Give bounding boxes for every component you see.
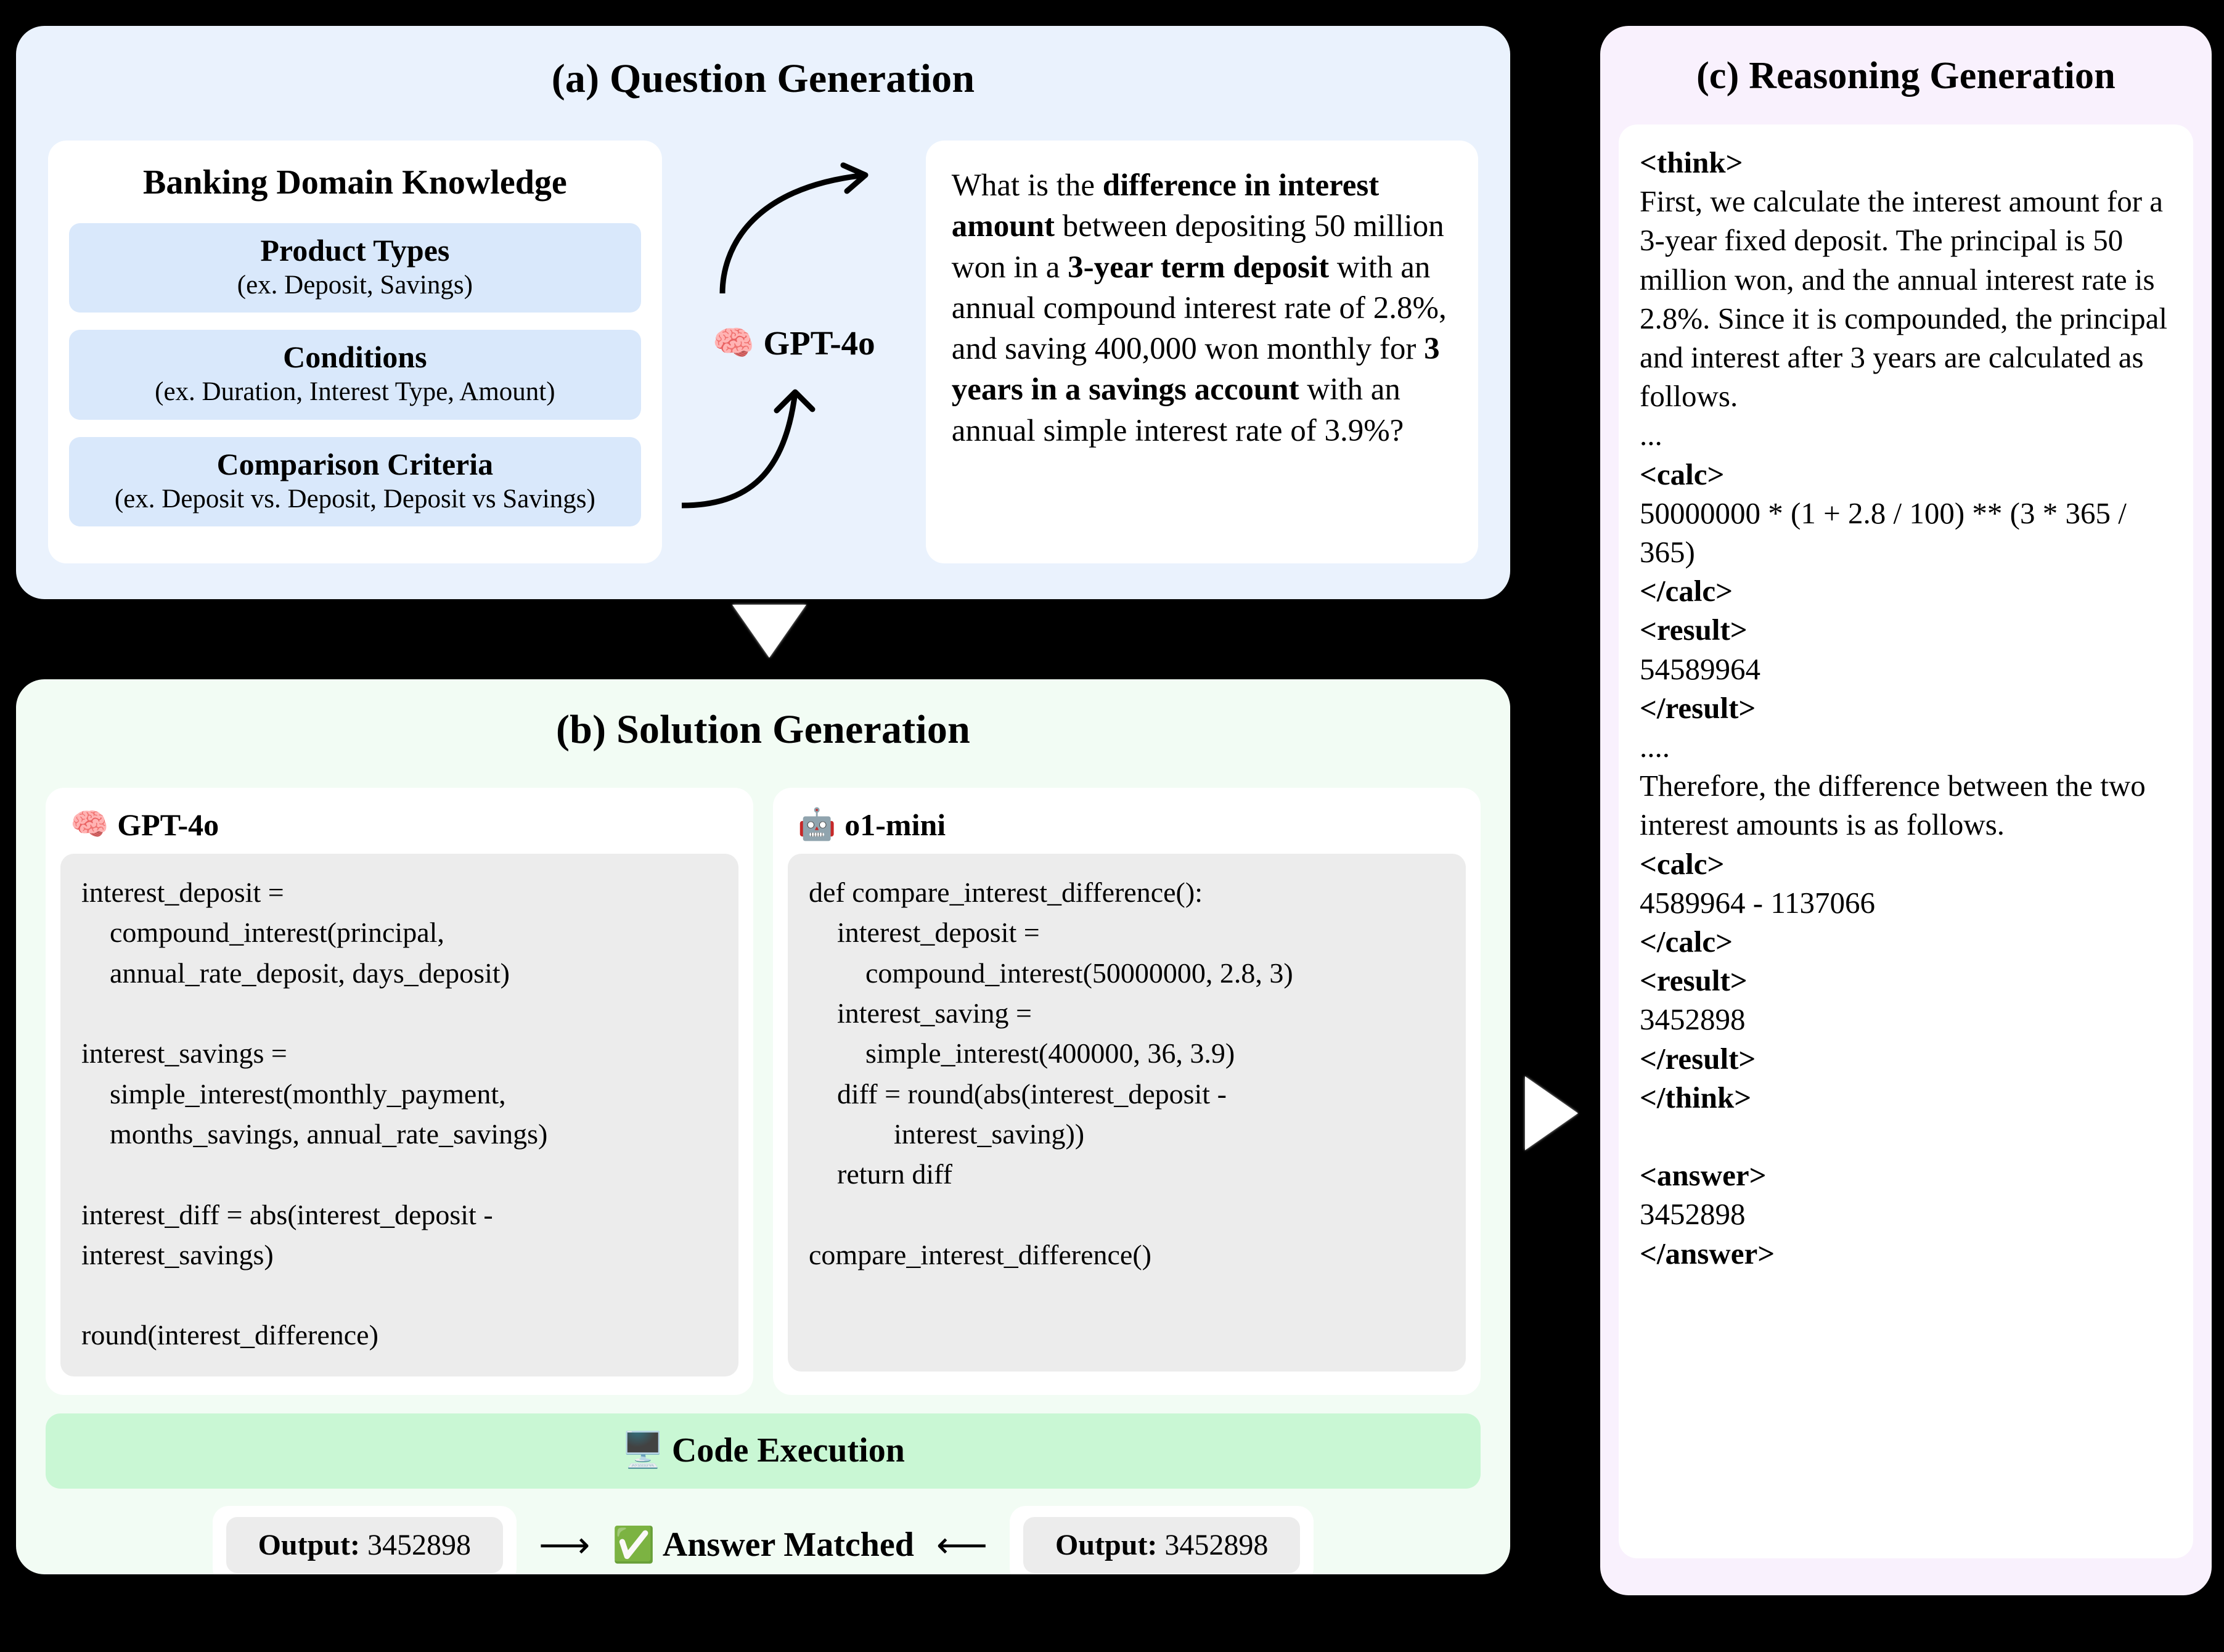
output-card-left: Output: 3452898: [212, 1505, 517, 1574]
output-card-right: Output: 3452898: [1010, 1505, 1314, 1574]
solution-code-columns: 🧠 GPT-4o interest_deposit = compound_int…: [46, 788, 1481, 1395]
answer-match-row: Output: 3452898 ⟶ ✅ Answer Matched ⟵ Out…: [46, 1505, 1481, 1574]
triangle-right-connector-icon: [1525, 1076, 1578, 1150]
panel-reasoning-generation: (c) Reasoning Generation <think> First, …: [1600, 26, 2212, 1595]
output-pill-left: Output: 3452898: [226, 1516, 503, 1573]
solution-card-gpt4o: 🧠 GPT-4o interest_deposit = compound_int…: [46, 788, 753, 1395]
knowledge-item-head: Product Types: [260, 233, 450, 268]
output-label: Output:: [1055, 1528, 1158, 1561]
knowledge-item-sub: (ex. Deposit vs. Deposit, Deposit vs Sav…: [114, 484, 595, 513]
knowledge-card-title: Banking Domain Knowledge: [143, 163, 567, 202]
output-value: 3452898: [1164, 1528, 1269, 1561]
monitor-icon: 🖥️: [621, 1429, 664, 1470]
output-pill-right: Output: 3452898: [1023, 1516, 1301, 1573]
knowledge-item-head: Comparison Criteria: [216, 446, 494, 481]
knowledge-item-sub: (ex. Deposit, Savings): [237, 271, 473, 300]
panel-solution-generation: (b) Solution Generation 🧠 GPT-4o interes…: [16, 679, 1510, 1574]
knowledge-item-sub: (ex. Duration, Interest Type, Amount): [155, 377, 555, 407]
brain-icon: 🧠: [70, 806, 109, 842]
knowledge-item-comparison-criteria: Comparison Criteria (ex. Deposit vs. Dep…: [69, 436, 641, 527]
code-execution-bar: 🖥️Code Execution: [46, 1413, 1481, 1489]
model-tag-gpt4o: 🧠 GPT-4o: [70, 806, 738, 843]
banking-domain-knowledge-card: Banking Domain Knowledge Product Types (…: [48, 141, 662, 563]
model-tag-label: GPT-4o: [117, 807, 219, 842]
generated-question-card: What is the difference in interest amoun…: [925, 141, 1478, 563]
model-tag-label: o1-mini: [844, 807, 946, 842]
knowledge-item-head: Conditions: [283, 340, 427, 375]
check-mark-icon: ✅: [612, 1525, 655, 1566]
answer-matched-label: Answer Matched: [662, 1526, 914, 1564]
arrow-left-icon: ⟵: [936, 1524, 988, 1566]
model-tag-gpt4o: 🧠 GPT-4o: [713, 323, 875, 363]
model-tag-label: GPT-4o: [763, 324, 875, 362]
brain-icon: 🧠: [712, 323, 755, 362]
triangle-down-connector-icon: [732, 605, 806, 658]
code-block-o1mini: def compare_interest_difference(): inter…: [788, 854, 1466, 1372]
code-block-gpt4o: interest_deposit = compound_interest(pri…: [60, 854, 738, 1376]
panel-a-title: (a) Question Generation: [551, 56, 975, 101]
answer-matched-badge: ✅ Answer Matched: [612, 1524, 914, 1565]
code-execution-label: Code Execution: [671, 1431, 905, 1470]
solution-card-o1mini: 🤖 o1-mini def compare_interest_differenc…: [773, 788, 1481, 1395]
panel-b-body: 🧠 GPT-4o interest_deposit = compound_int…: [16, 788, 1510, 1574]
question-text: What is the difference in interest amoun…: [951, 168, 1447, 448]
output-value: 3452898: [367, 1528, 471, 1561]
curved-arrow-up-from-left-icon: [681, 389, 816, 509]
reasoning-text: <think> First, we calculate the interest…: [1640, 145, 2167, 1270]
model-tag-o1mini: 🤖 o1-mini: [798, 806, 1466, 843]
robot-icon: 🤖: [798, 806, 836, 842]
arrow-right-icon: ⟶: [538, 1524, 591, 1566]
panel-a-model-column: 🧠 GPT-4o: [662, 141, 926, 575]
knowledge-item-product-types: Product Types (ex. Deposit, Savings): [69, 223, 641, 313]
panel-a-body: Banking Domain Knowledge Product Types (…: [16, 141, 1510, 599]
reasoning-card: <think> First, we calculate the interest…: [1619, 125, 2193, 1558]
panel-question-generation: (a) Question Generation Banking Domain K…: [16, 26, 1510, 599]
knowledge-item-conditions: Conditions (ex. Duration, Interest Type,…: [69, 330, 641, 420]
curved-arrow-up-right-icon: [719, 162, 869, 294]
output-label: Output:: [258, 1528, 360, 1561]
panel-b-title: (b) Solution Generation: [556, 707, 970, 752]
panel-c-title: (c) Reasoning Generation: [1696, 55, 2116, 97]
